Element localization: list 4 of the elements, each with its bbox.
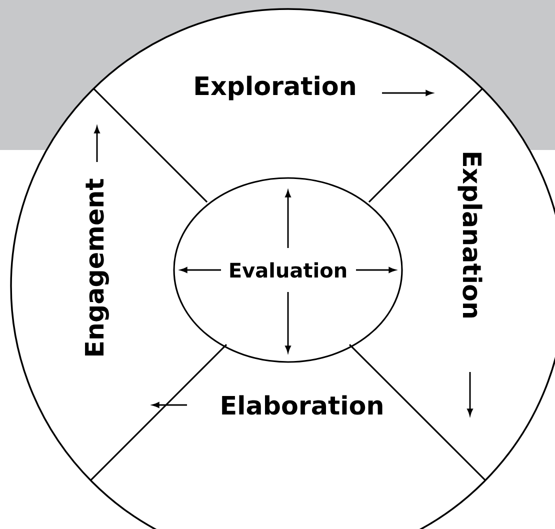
stage-label: Exploration bbox=[195, 76, 355, 100]
stage-label: Explanation bbox=[458, 152, 482, 318]
stage-label: Engagement bbox=[85, 178, 109, 356]
stage-label: Elaboration bbox=[222, 395, 382, 415]
